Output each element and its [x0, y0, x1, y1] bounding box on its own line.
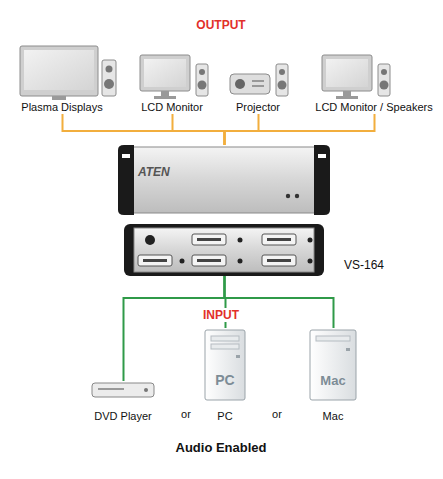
- device-label: Plasma Displays: [21, 101, 102, 114]
- signal-cable: [225, 114, 375, 145]
- device-label: PC: [215, 374, 234, 387]
- section-heading: OUTPUT: [192, 18, 249, 32]
- brand-logo: ATEN: [138, 166, 170, 179]
- device-label: DVD Player: [94, 410, 151, 423]
- dvd-player-icon: [92, 383, 154, 397]
- caption: Audio Enabled: [176, 440, 267, 455]
- signal-cable: [173, 114, 225, 145]
- output-device: Plasma Displays: [12, 44, 112, 114]
- cable-line: [63, 114, 225, 145]
- input-source: PC PC: [201, 328, 249, 423]
- splitter-front-panel: [118, 145, 330, 215]
- cable-line: [225, 114, 375, 145]
- cable-line: [173, 114, 225, 145]
- splitter-rear-panel: [124, 224, 324, 276]
- lcd-monitor-icon: [140, 55, 208, 99]
- output-device: LCD Monitor: [134, 52, 210, 114]
- model-label: VS-164: [344, 259, 384, 272]
- mac-tower-icon: [310, 330, 356, 400]
- signal-cable: [124, 276, 225, 381]
- output-device: LCD Monitor / Speakers: [312, 52, 435, 114]
- device-label: PC: [217, 410, 232, 423]
- plasma-display-icon: [20, 46, 116, 100]
- or-label: or: [181, 407, 191, 421]
- signal-cable: [225, 114, 259, 145]
- video-splitter: ATENVS-164: [118, 145, 330, 276]
- cable-line: [225, 114, 259, 145]
- input-source: DVD Player: [90, 381, 156, 423]
- input-source: MacMac: [307, 328, 359, 423]
- device-label: Mac: [320, 374, 345, 387]
- cable-line: [124, 276, 225, 381]
- device-label: LCD Monitor: [141, 101, 203, 114]
- section-heading: INPUT: [199, 308, 243, 322]
- device-label: Projector: [236, 101, 280, 114]
- output-device: Projector: [225, 62, 291, 114]
- or-label: or: [272, 407, 282, 421]
- device-label: LCD Monitor / Speakers: [315, 101, 432, 114]
- pc-tower-icon: [205, 330, 245, 400]
- signal-cable: [63, 114, 225, 145]
- projector-icon: [230, 64, 288, 96]
- lcd-monitor-speakers-icon: [322, 55, 390, 99]
- device-label: Mac: [323, 410, 344, 423]
